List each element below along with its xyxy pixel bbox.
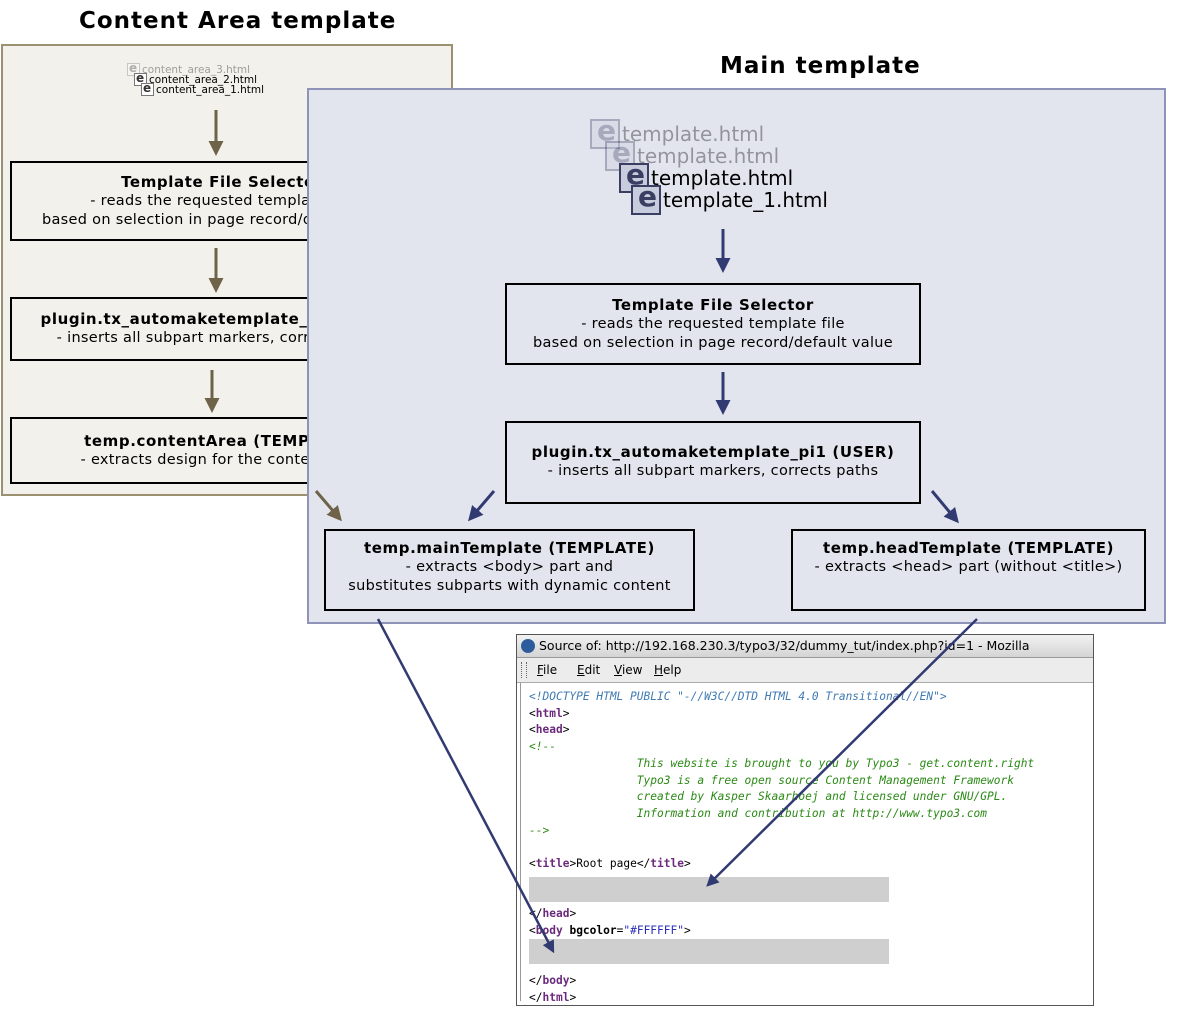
main-file-2: template.html xyxy=(605,136,779,171)
toolbar-grip-icon[interactable] xyxy=(521,662,527,678)
code-head-close: head xyxy=(542,907,570,921)
html-file-icon xyxy=(631,180,661,215)
code-bgcolor-value: "#FFFFFF" xyxy=(623,923,684,937)
menu-view[interactable]: View xyxy=(614,663,643,677)
content-file-1: content_area_1.html xyxy=(141,81,264,96)
arrow-maintemplate-to-body xyxy=(376,618,555,954)
window-title: Source of: http://192.168.230.3/typo3/32… xyxy=(539,638,1030,653)
arrow-headtemplate-to-head xyxy=(706,618,978,887)
code-html-open: html xyxy=(535,706,563,720)
source-code: <!DOCTYPE HTML PUBLIC "-//W3C//DTD HTML … xyxy=(529,690,1035,1004)
code-title-close: title xyxy=(650,857,684,871)
head-template-box: temp.headTemplate (TEMPLATE) - extracts … xyxy=(791,529,1146,611)
body-insert-highlight xyxy=(529,939,889,964)
html-file-icon xyxy=(141,81,154,96)
code-body-close: body xyxy=(542,973,570,987)
content-area-title: Content Area template xyxy=(79,8,397,34)
content-arrow-to-main-template xyxy=(314,490,342,522)
code-doctype: <!DOCTYPE HTML PUBLIC "-//W3C//DTD HTML … xyxy=(529,690,947,703)
content-file-2: content_area_2.html xyxy=(134,71,257,86)
window-edge xyxy=(520,683,521,1001)
main-arrow-plugin-to-maintemplate xyxy=(468,490,496,522)
code-comment-line: This website is brought to you by Typo3 … xyxy=(593,756,1035,770)
window-titlebar[interactable]: Source of: http://192.168.230.3/typo3/32… xyxy=(517,635,1093,658)
code-title-text: Root page xyxy=(576,857,637,871)
menu-edit[interactable]: Edit xyxy=(577,663,601,677)
menu-help[interactable]: Help xyxy=(654,663,682,677)
menu-file[interactable]: File xyxy=(537,663,558,677)
code-comment-line: Typo3 is a free open source Content Mana… xyxy=(593,773,1014,787)
code-comment-close: --> xyxy=(529,823,550,837)
main-file-3: template.html xyxy=(619,158,793,193)
main-template-title: Main template xyxy=(720,53,921,79)
source-viewer-window: Source of: http://192.168.230.3/typo3/32… xyxy=(516,634,1094,1006)
mozilla-logo-icon xyxy=(521,639,535,653)
main-plugin-box: plugin.tx_automaketemplate_pi1 (USER) - … xyxy=(505,421,921,504)
main-file-4: template_1.html xyxy=(631,180,828,215)
code-comment-line: Information and contribution at http://w… xyxy=(593,806,988,820)
code-bgcolor-attr: bgcolor xyxy=(569,923,617,937)
main-arrow-plugin-to-headtemplate xyxy=(930,490,959,524)
main-template-box: temp.mainTemplate (TEMPLATE) - extracts … xyxy=(324,529,695,611)
code-head-open: head xyxy=(535,723,563,737)
code-comment-open: <!-- xyxy=(529,740,556,754)
code-comment-line: created by Kasper Skaarhoej and licensed… xyxy=(593,790,1008,804)
main-template-file-selector-box: Template File Selector - reads the reque… xyxy=(505,283,921,365)
code-title-open: title xyxy=(535,857,570,871)
menubar: File Edit View Help xyxy=(517,658,1093,683)
code-html-close: html xyxy=(542,990,570,1004)
